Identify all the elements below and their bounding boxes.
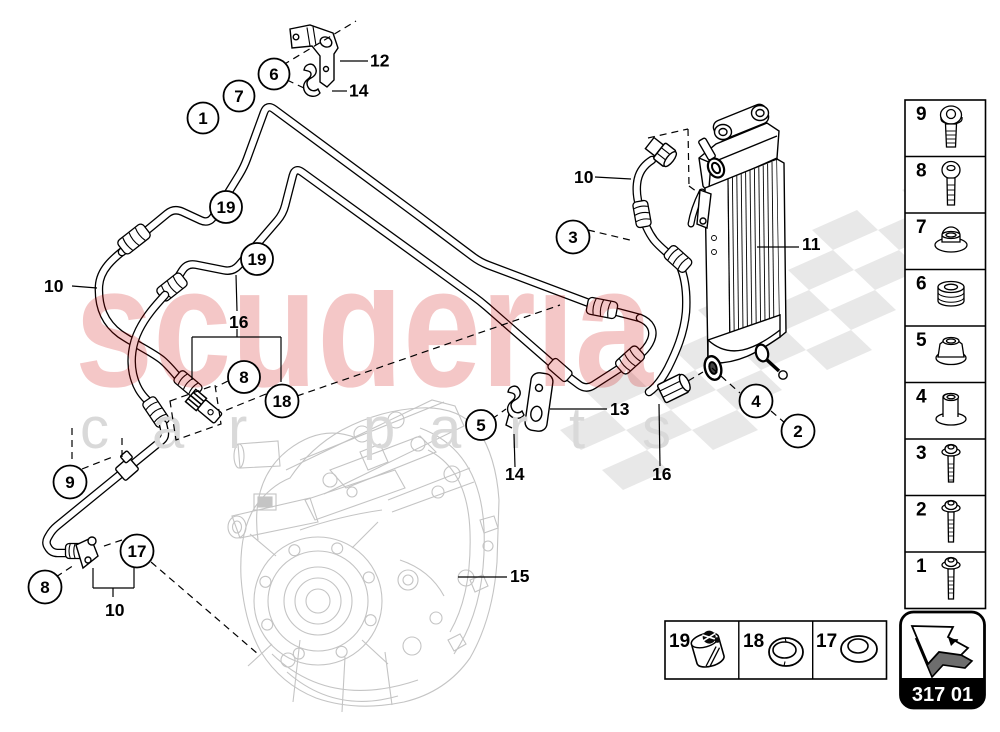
- svg-text:r: r: [228, 396, 247, 461]
- svg-text:13: 13: [610, 399, 630, 419]
- svg-text:9: 9: [65, 473, 74, 492]
- svg-text:scuderia: scuderia: [75, 231, 654, 423]
- svg-text:c: c: [80, 396, 109, 461]
- svg-text:11: 11: [802, 234, 821, 254]
- svg-text:2: 2: [793, 422, 802, 441]
- svg-text:15: 15: [510, 566, 530, 586]
- svg-text:14: 14: [505, 464, 525, 484]
- svg-text:7: 7: [234, 87, 243, 106]
- svg-text:18: 18: [743, 631, 764, 652]
- svg-text:a: a: [152, 396, 185, 461]
- svg-text:5: 5: [476, 416, 485, 435]
- svg-text:1: 1: [198, 109, 207, 128]
- svg-text:4: 4: [916, 387, 927, 408]
- svg-text:s: s: [642, 396, 671, 461]
- svg-text:17: 17: [816, 631, 837, 652]
- svg-text:2: 2: [916, 500, 927, 521]
- svg-text:16: 16: [229, 312, 249, 332]
- svg-text:p: p: [363, 396, 395, 461]
- svg-text:9: 9: [916, 104, 927, 125]
- svg-text:17: 17: [128, 542, 147, 561]
- svg-text:10: 10: [574, 167, 594, 187]
- svg-text:317 01: 317 01: [912, 684, 973, 706]
- svg-text:8: 8: [40, 578, 49, 597]
- svg-text:12: 12: [370, 51, 390, 71]
- svg-text:19: 19: [248, 250, 267, 269]
- svg-text:19: 19: [669, 631, 690, 652]
- svg-text:8: 8: [916, 161, 927, 182]
- svg-text:r: r: [509, 396, 528, 461]
- svg-text:7: 7: [916, 217, 927, 238]
- svg-text:6: 6: [269, 65, 278, 84]
- svg-text:t: t: [569, 396, 585, 461]
- svg-text:5: 5: [916, 330, 927, 351]
- svg-text:16: 16: [652, 464, 672, 484]
- svg-text:18: 18: [273, 392, 292, 411]
- svg-text:3: 3: [568, 228, 577, 247]
- svg-text:6: 6: [916, 274, 927, 295]
- svg-text:10: 10: [105, 600, 125, 620]
- svg-text:3: 3: [916, 443, 927, 464]
- svg-text:10: 10: [44, 276, 64, 296]
- svg-text:4: 4: [751, 392, 761, 411]
- svg-text:8: 8: [239, 368, 248, 387]
- svg-text:19: 19: [217, 198, 236, 217]
- svg-text:a: a: [429, 396, 462, 461]
- svg-text:1: 1: [916, 556, 927, 577]
- svg-text:14: 14: [349, 81, 369, 101]
